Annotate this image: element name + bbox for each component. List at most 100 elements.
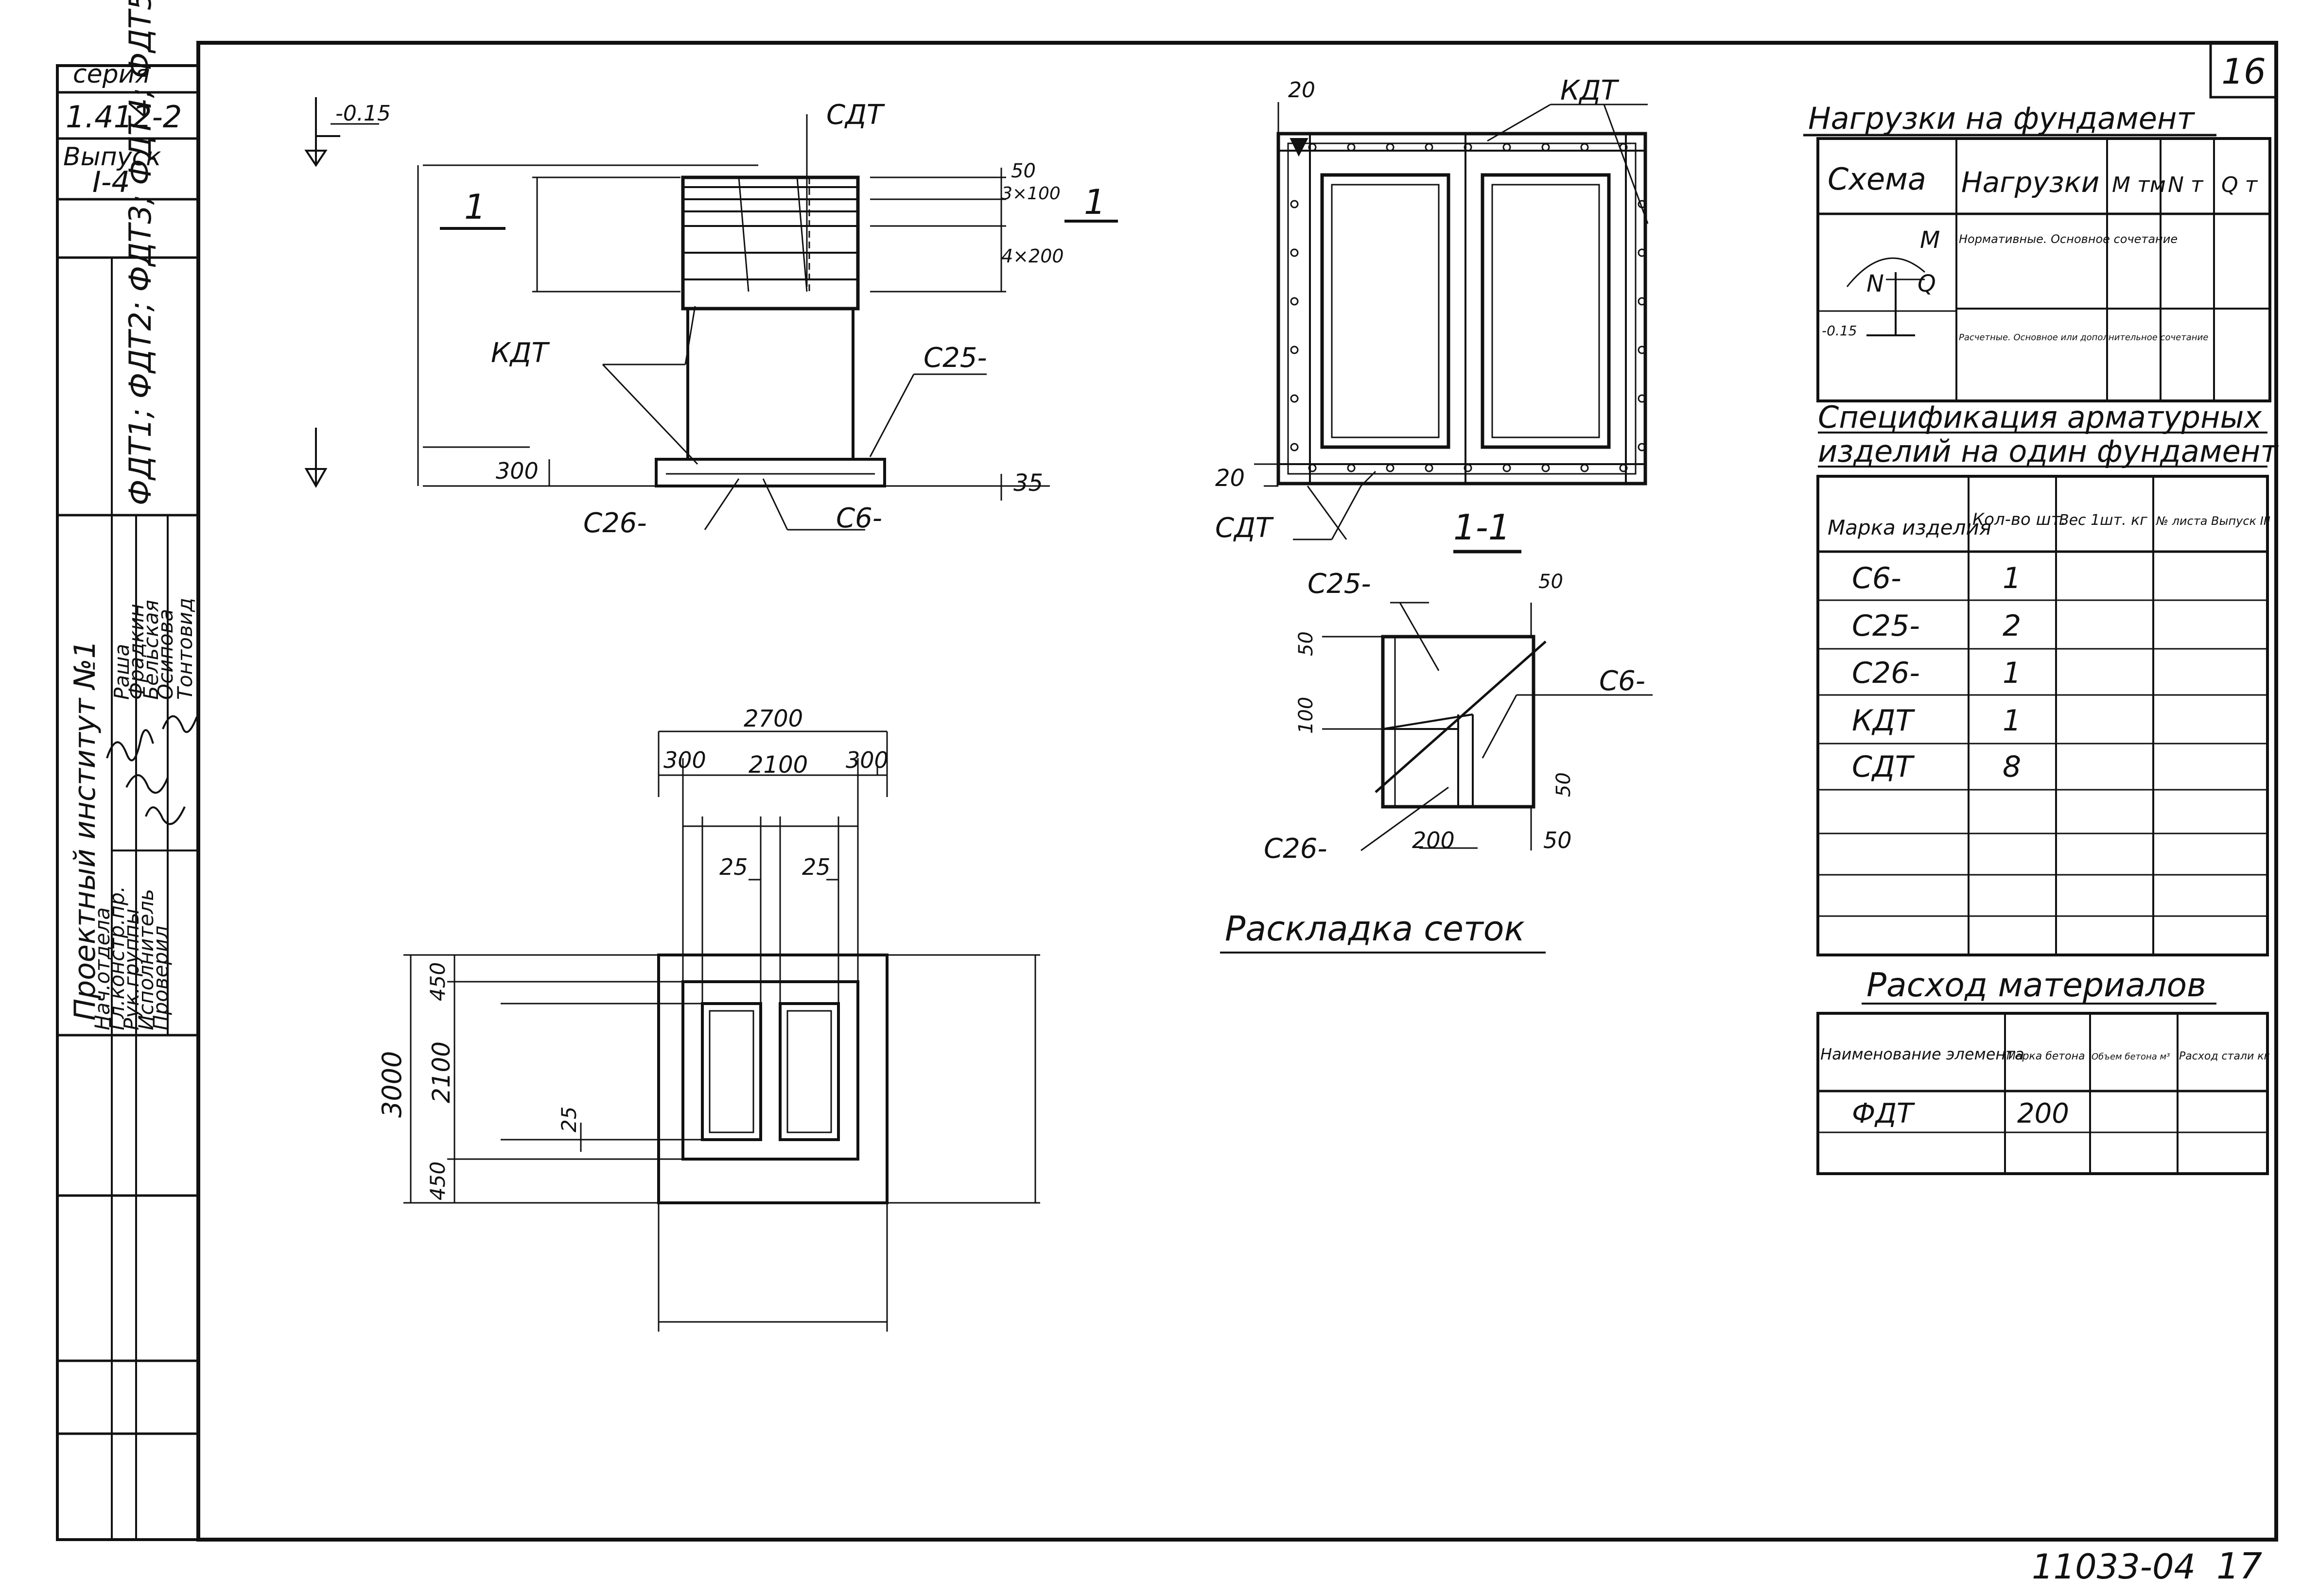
institute-name: Проектный институт №1 xyxy=(68,640,102,1021)
plan-dim-gap3: 25 xyxy=(557,1107,581,1132)
materials-row-name: ФДТ xyxy=(1852,1098,1915,1129)
materials-header-steel: Расход стали кг xyxy=(2179,1050,2270,1062)
bolt-hole xyxy=(1541,143,1550,152)
bolt-hole xyxy=(1290,200,1299,208)
stamp-name-3: Бельская xyxy=(139,600,163,700)
elev-label-kdt: КДТ xyxy=(491,337,550,369)
loads-table xyxy=(1803,134,2271,402)
bolt-hole xyxy=(1638,297,1646,306)
spec-title-2: изделий на один фундамент xyxy=(1818,434,2279,469)
bolt-hole xyxy=(1619,143,1628,152)
series-label: серия xyxy=(73,60,150,89)
section-dim-20-top: 20 xyxy=(1288,78,1315,103)
bolt-hole xyxy=(1619,464,1628,472)
bolt-hole xyxy=(1638,443,1646,451)
spec-header-mark: Марка изделия xyxy=(1828,516,1991,539)
mesh-dim-50c: 50 xyxy=(1552,772,1575,797)
elevation-view xyxy=(304,97,1118,531)
materials-header-name: Наименование элемента xyxy=(1820,1045,2024,1063)
mesh-dim-200: 200 xyxy=(1412,827,1455,853)
elev-label-c6: С6- xyxy=(836,503,882,534)
bolt-hole xyxy=(1290,297,1299,306)
spec-header-qty: Кол-во шт. xyxy=(1972,510,2066,529)
stamp-role-3: Рук.группы xyxy=(120,908,143,1030)
elev-dim-3x100: 3×100 xyxy=(1001,184,1061,204)
plan-dim-gap1: 25 xyxy=(719,854,748,880)
bolt-hole xyxy=(1638,394,1646,403)
page-footer-number: 17 xyxy=(2216,1545,2262,1587)
spec-row-qty: 1 xyxy=(2003,656,2021,690)
elev-dim-300: 300 xyxy=(496,458,539,484)
section-view xyxy=(1254,102,1649,554)
bolt-hole xyxy=(1308,464,1317,472)
sheet-frame xyxy=(56,41,2278,1542)
bolt-hole xyxy=(1464,143,1472,152)
plan-dim-top: 450 xyxy=(426,962,450,1001)
materials-table xyxy=(1816,1003,2269,1175)
plan-dim-overall-w: 2700 xyxy=(744,705,803,732)
spec-header-sheet: № листа Выпуск III xyxy=(2155,514,2270,528)
stamp-role-4: Исполнитель xyxy=(134,889,158,1030)
mesh-dim-50b: 50 xyxy=(1538,571,1563,593)
spec-row-mark: С26- xyxy=(1852,656,1920,690)
section-mark-right: 1 xyxy=(1084,182,1106,222)
bolt-hole xyxy=(1347,464,1356,472)
stamp-role-1: Нач.отдела xyxy=(90,907,114,1030)
mesh-layout-view xyxy=(1220,602,1653,954)
elev-dim-50: 50 xyxy=(1011,160,1036,182)
mesh-dim-50d: 50 xyxy=(1543,827,1572,853)
stamp-name-1: Раша xyxy=(110,644,134,700)
bolt-hole xyxy=(1638,346,1646,354)
bolt-hole xyxy=(1425,143,1433,152)
bolt-hole xyxy=(1638,200,1646,208)
section-mark-left: 1 xyxy=(464,187,486,227)
loads-header-m: М тм xyxy=(2112,173,2166,197)
plan-dim-bottom: 450 xyxy=(426,1162,450,1200)
spec-row-mark: КДТ xyxy=(1852,704,1915,738)
section-title: 1-1 xyxy=(1453,507,1511,548)
bolt-hole xyxy=(1541,464,1550,472)
issue-label: Выпуск xyxy=(63,142,161,172)
stamp-name-4: Осипова xyxy=(154,609,177,700)
bolt-hole xyxy=(1347,143,1356,152)
plan-view xyxy=(403,730,1040,1332)
spec-title-1: Спецификация арматурных xyxy=(1818,399,2262,435)
bolt-hole xyxy=(1290,346,1299,354)
scheme-label-n: N xyxy=(1866,270,1884,297)
mesh-layout-title: Раскладка сеток xyxy=(1225,909,1525,949)
elev-dim-4x200: 4×200 xyxy=(1001,245,1064,267)
archive-number: 11033-04 xyxy=(2032,1547,2196,1587)
spec-table xyxy=(1816,432,2269,956)
stamp-name-2: Фрадкин xyxy=(124,604,148,700)
loads-table-title: Нагрузки на фундамент xyxy=(1808,101,2195,136)
mesh-dim-50a: 50 xyxy=(1295,631,1317,656)
mesh-dim-100: 100 xyxy=(1295,697,1317,734)
spec-row-mark: СДТ xyxy=(1852,750,1915,784)
bolt-hole xyxy=(1386,464,1395,472)
plan-dim-left: 300 xyxy=(663,747,706,773)
section-label-sdt: СДТ xyxy=(1215,512,1274,544)
section-label-kdt: КДТ xyxy=(1560,75,1620,106)
mesh-label-c26: С26- xyxy=(1264,833,1327,865)
plan-dim-overall-h: 3000 xyxy=(377,1051,407,1118)
spec-row-qty: 8 xyxy=(2003,750,2021,784)
bolt-hole xyxy=(1308,143,1317,152)
plan-dim-gap2: 25 xyxy=(802,854,831,880)
loads-header-loads: Нагрузки xyxy=(1961,166,2099,199)
loads-header-n: N т xyxy=(2168,173,2204,197)
spec-rows: С6- 1 С25- 2 С26- 1 КДТ 1 СДТ 8 xyxy=(1852,561,2021,784)
bolt-hole xyxy=(1580,464,1589,472)
bolt-hole xyxy=(1386,143,1395,152)
signatures xyxy=(106,715,198,825)
section-bolt-holes xyxy=(1290,143,1646,472)
loads-header-q: Q т xyxy=(2221,173,2258,197)
bolt-hole xyxy=(1638,248,1646,257)
elev-dim-35: 35 xyxy=(1013,469,1043,497)
mesh-label-c6: С6- xyxy=(1599,665,1645,697)
stamp-role-5: Проверил xyxy=(149,926,173,1030)
materials-header-grade: Марка бетона xyxy=(2006,1050,2085,1062)
bolt-hole xyxy=(1425,464,1433,472)
plan-dim-right: 300 xyxy=(846,747,889,773)
materials-row-grade: 200 xyxy=(2017,1098,2069,1129)
